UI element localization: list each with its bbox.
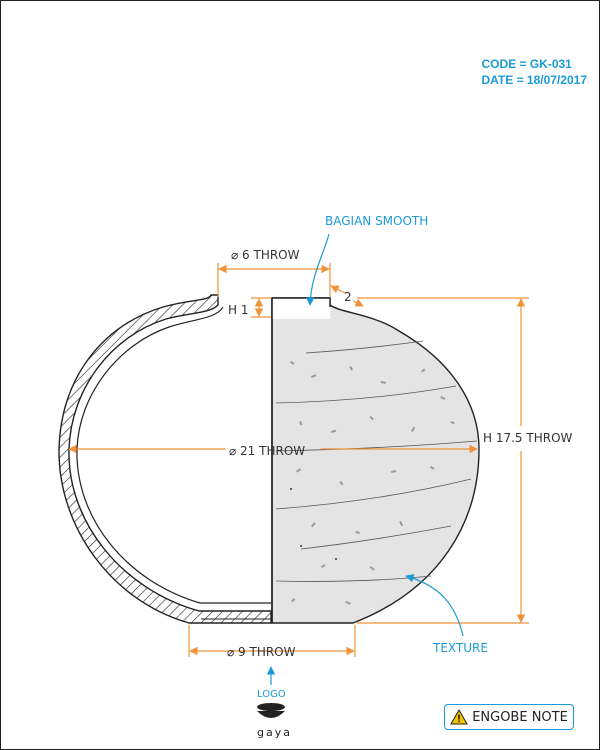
meta-block: CODE = GK-031 DATE = 18/07/2017 bbox=[481, 56, 587, 88]
total-height-dimension bbox=[357, 297, 529, 624]
texture-dots bbox=[290, 488, 337, 560]
warning-icon bbox=[450, 709, 469, 725]
body-diameter-label: ⌀ 21 THROW bbox=[229, 444, 305, 458]
throw-rings bbox=[275, 340, 478, 582]
rim-offset-dimension bbox=[330, 285, 364, 307]
neck-height-dimension bbox=[251, 297, 271, 318]
vase-wall-section bbox=[58, 294, 272, 624]
top-diameter-label: ⌀ 6 THROW bbox=[231, 248, 300, 262]
code-label: CODE = GK-031 bbox=[481, 57, 572, 71]
total-height-label: H 17.5 THROW bbox=[483, 431, 573, 445]
texture-label: TEXTURE bbox=[432, 641, 488, 655]
logo-label: LOGO bbox=[257, 689, 286, 700]
vase-inner-wall bbox=[76, 306, 271, 604]
date-label: DATE = 18/07/2017 bbox=[481, 73, 587, 87]
texture-specks bbox=[289, 361, 455, 605]
smooth-band bbox=[272, 298, 330, 319]
neck-height-label: H 1 bbox=[228, 303, 248, 317]
base-diameter-dimension bbox=[188, 625, 356, 657]
engobe-note-label: ENGOBE NOTE bbox=[472, 709, 568, 725]
texture-callout-leader bbox=[405, 574, 464, 637]
top-diameter-dimension bbox=[217, 263, 331, 297]
brand-name: gaya bbox=[257, 726, 292, 739]
base-diameter-label: ⌀ 9 THROW bbox=[227, 645, 296, 659]
smooth-callout-leader bbox=[306, 233, 330, 306]
gaya-logo-icon bbox=[257, 703, 285, 718]
rim-offset-label: 2 bbox=[344, 290, 352, 304]
bagian-smooth-label: BAGIAN SMOOTH bbox=[325, 214, 428, 228]
engobe-note-button[interactable]: ENGOBE NOTE bbox=[444, 704, 574, 730]
